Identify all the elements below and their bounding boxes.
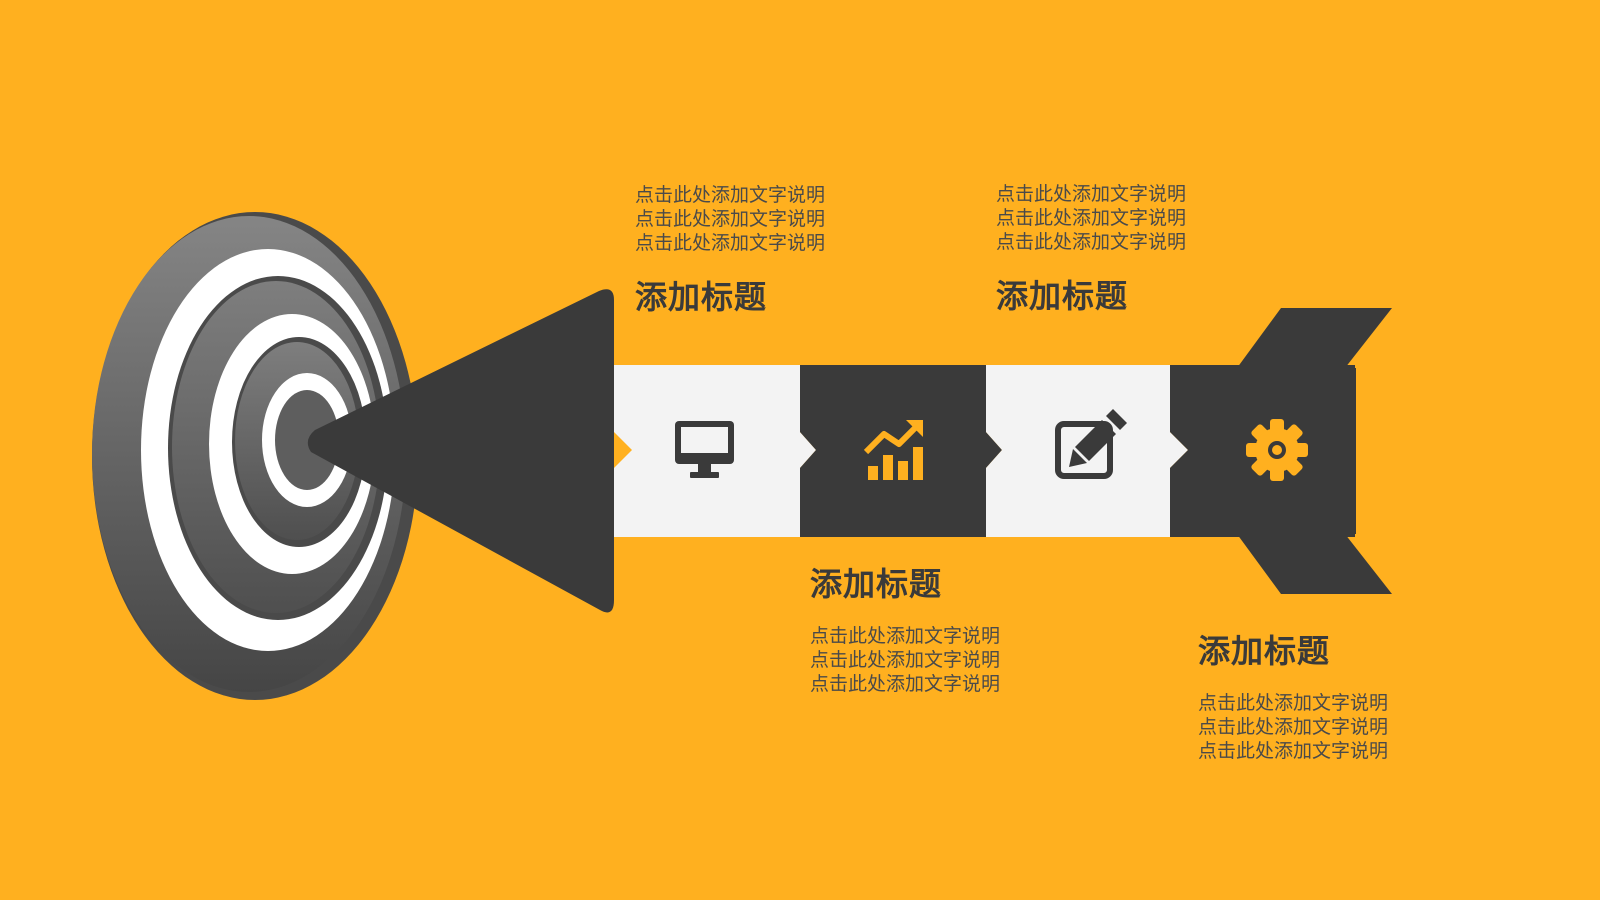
step-3-block: 点击此处添加文字说明 点击此处添加文字说明 点击此处添加文字说明 添加标题: [996, 182, 1236, 316]
step-1-line-2: 点击此处添加文字说明: [635, 208, 826, 230]
arrow-head: [307, 289, 614, 613]
step-4-line-3: 点击此处添加文字说明: [1198, 740, 1389, 762]
step-3-title: 添加标题: [996, 277, 1129, 315]
step-2-line-1: 点击此处添加文字说明: [810, 625, 1001, 647]
step-1-line-1: 点击此处添加文字说明: [635, 184, 826, 206]
step-2-line-3: 点击此处添加文字说明: [810, 673, 1001, 695]
gear-icon: [1246, 419, 1308, 481]
target-board: [92, 212, 418, 700]
monitor-icon: [675, 421, 734, 478]
edit-icon: [1055, 409, 1127, 479]
step-3-line-2: 点击此处添加文字说明: [996, 207, 1187, 229]
step-2-description: 点击此处添加文字说明 点击此处添加文字说明 点击此处添加文字说明: [810, 624, 1050, 696]
step-4-line-1: 点击此处添加文字说明: [1198, 692, 1389, 714]
step-2-title: 添加标题: [810, 565, 943, 603]
step-4-description: 点击此处添加文字说明 点击此处添加文字说明 点击此处添加文字说明: [1198, 691, 1438, 763]
step-4-line-2: 点击此处添加文字说明: [1198, 716, 1389, 738]
step-1-title: 添加标题: [635, 278, 768, 316]
step-2-block: 添加标题 点击此处添加文字说明 点击此处添加文字说明 点击此处添加文字说明: [810, 564, 1050, 696]
step-1-block: 点击此处添加文字说明 点击此处添加文字说明 点击此处添加文字说明 添加标题: [635, 183, 875, 317]
segment-2: [800, 365, 1002, 537]
step-3-line-1: 点击此处添加文字说明: [996, 183, 1187, 205]
step-3-description: 点击此处添加文字说明 点击此处添加文字说明 点击此处添加文字说明: [996, 182, 1236, 254]
arrow-tail-bottom-fin: [1237, 534, 1392, 594]
step-1-description: 点击此处添加文字说明 点击此处添加文字说明 点击此处添加文字说明: [635, 183, 875, 255]
step-4-block: 添加标题 点击此处添加文字说明 点击此处添加文字说明 点击此处添加文字说明: [1198, 631, 1438, 763]
step-1-line-3: 点击此处添加文字说明: [635, 232, 826, 254]
arrow-tail-top-fin: [1237, 308, 1392, 368]
step-3-line-3: 点击此处添加文字说明: [996, 231, 1187, 253]
step-2-line-2: 点击此处添加文字说明: [810, 649, 1001, 671]
step-4-title: 添加标题: [1198, 632, 1331, 670]
growth-chart-icon: [863, 420, 923, 480]
